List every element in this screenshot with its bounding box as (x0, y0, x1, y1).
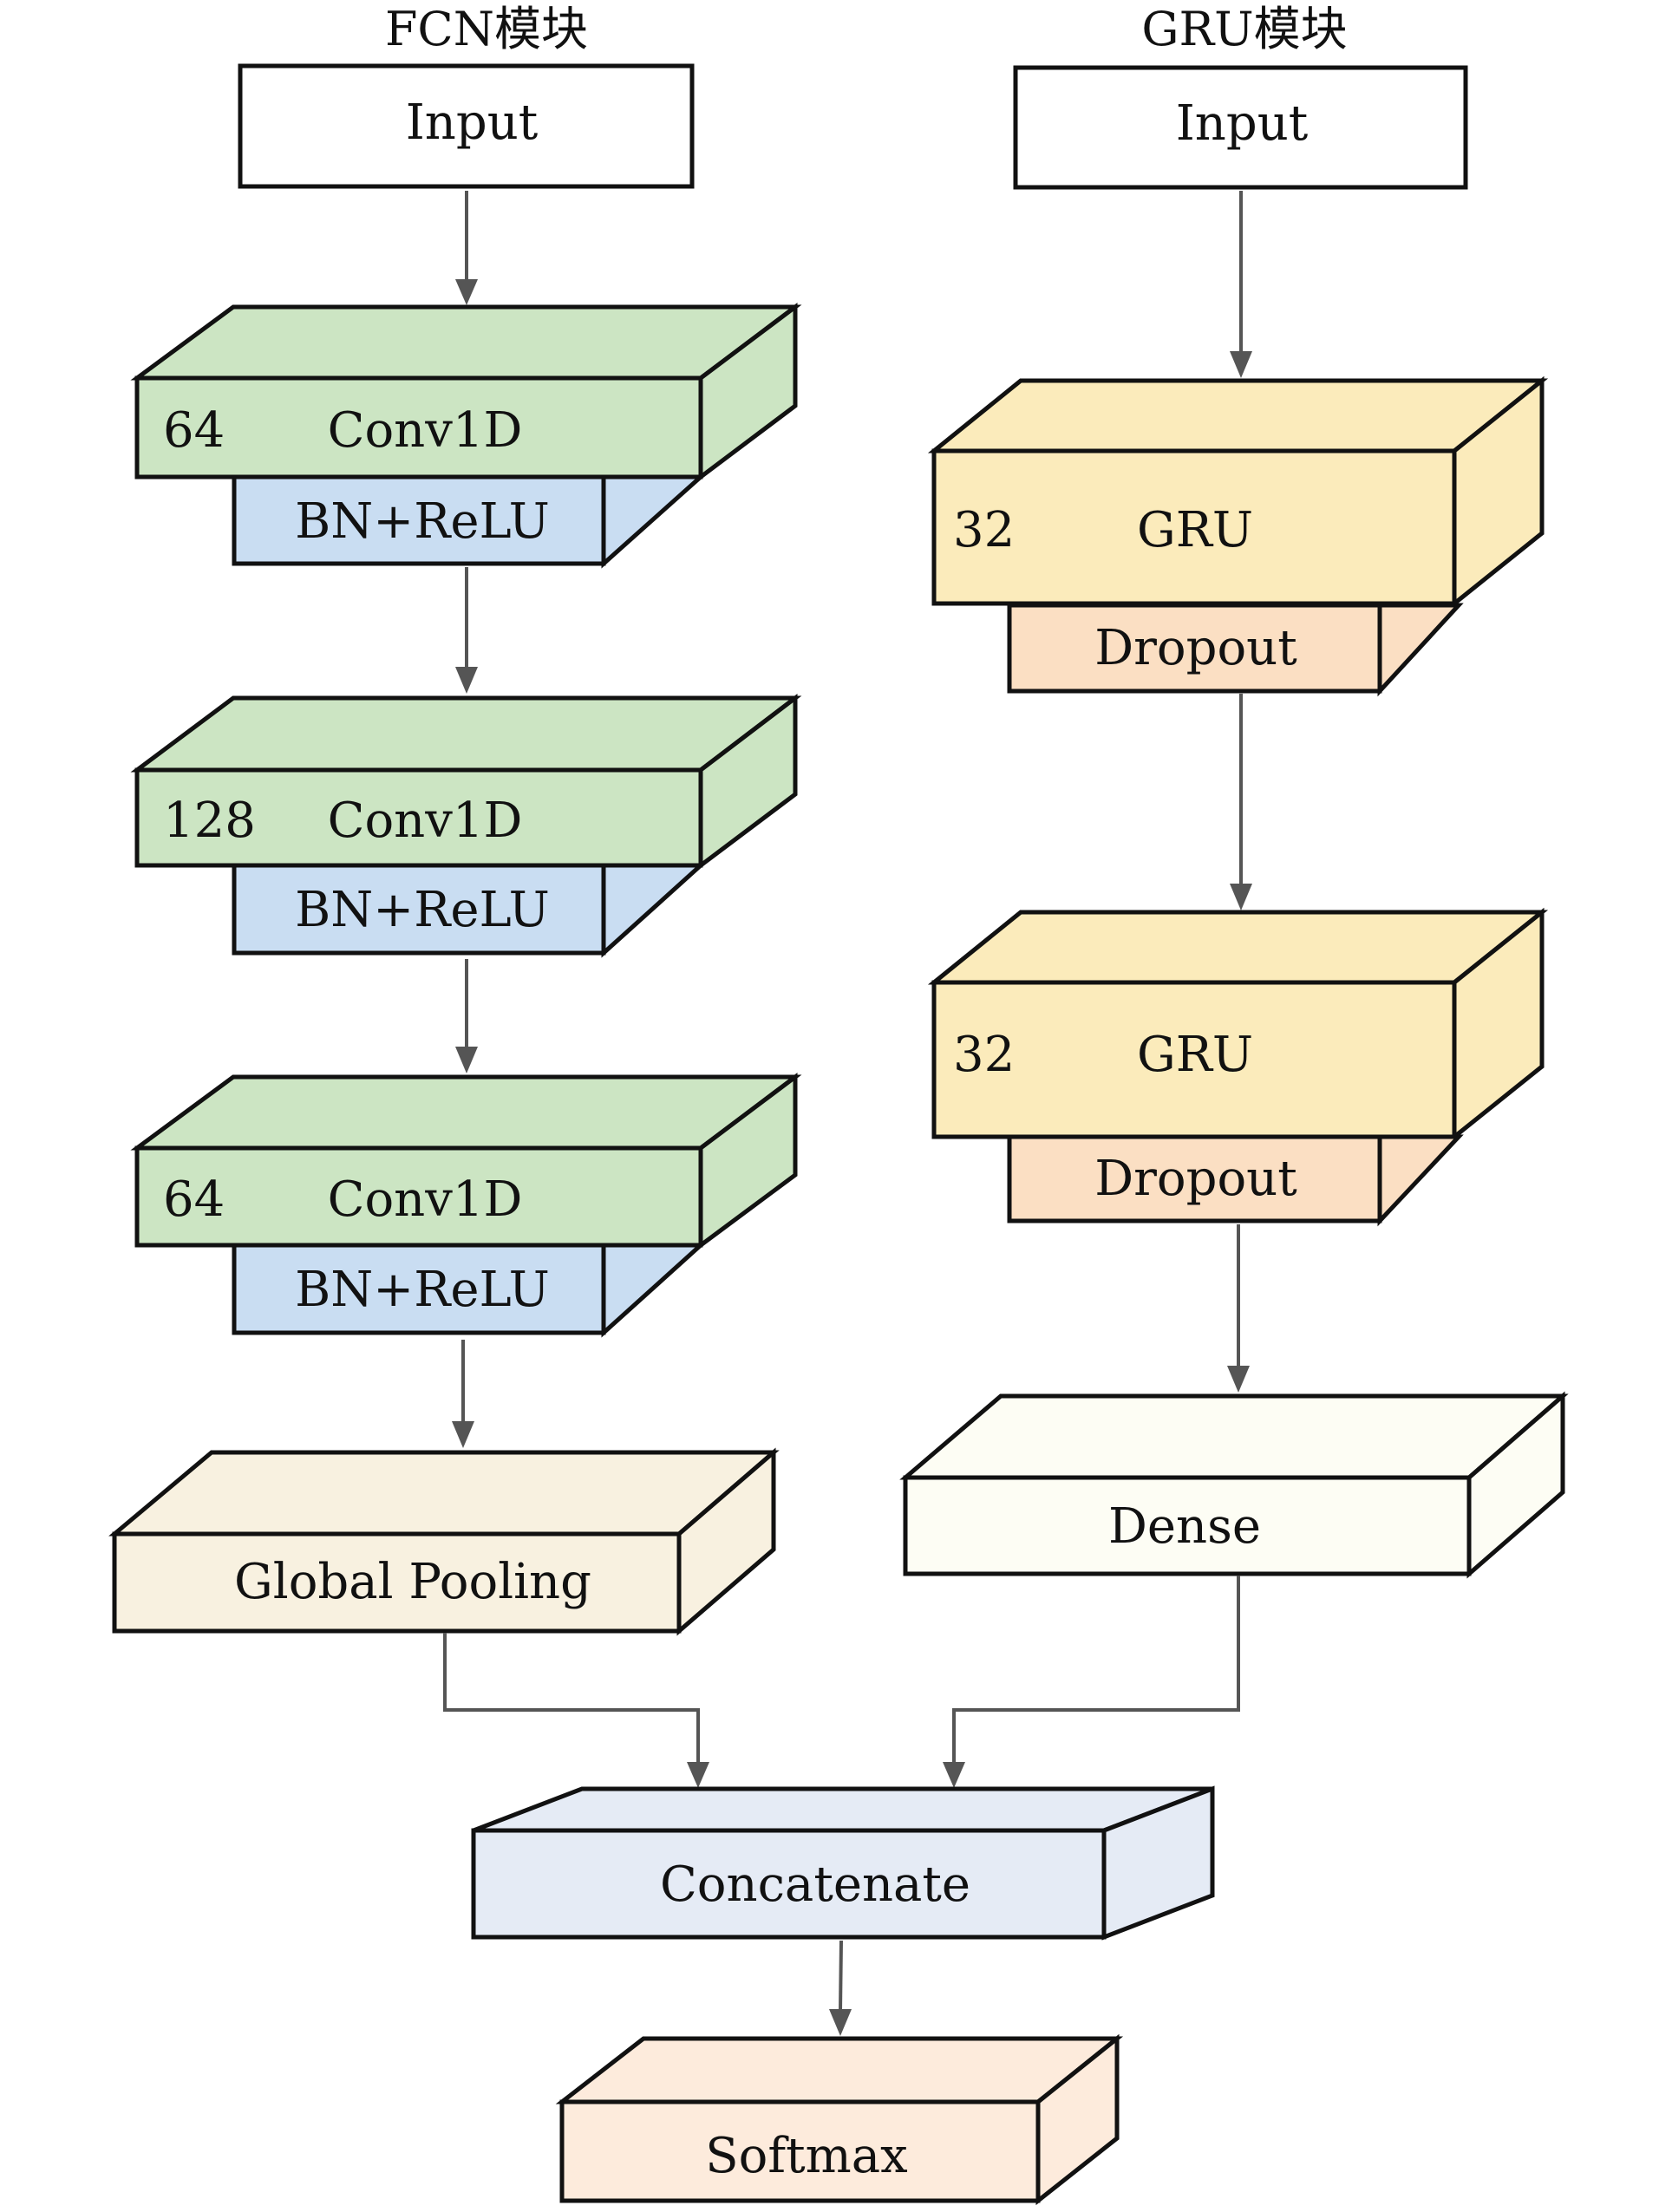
gru1-label: GRU (1137, 502, 1253, 558)
dropout2-side-face (1377, 1134, 1464, 1227)
gru2-top-face (927, 910, 1549, 985)
bn2-front-face (232, 863, 606, 956)
conv1-front-face (134, 375, 703, 480)
softmax-front-face (559, 2099, 1041, 2203)
softmax-label: Softmax (705, 2128, 907, 2184)
concat-top-face (473, 1786, 1213, 1833)
softmax-top-face (555, 2036, 1124, 2104)
conv1d-block-1: 64 Conv1D (130, 302, 802, 482)
softmax-block: Softmax (555, 2033, 1124, 2206)
bn1-front-face (232, 474, 606, 566)
bn3-front-face (232, 1243, 606, 1335)
dropout1-label: Dropout (1094, 620, 1297, 676)
bn1-label: BN+ReLU (295, 493, 550, 550)
dropout2-front-face (1007, 1134, 1382, 1223)
conv2-top-face (130, 695, 802, 773)
bn3-side-face (601, 1243, 707, 1338)
gru-input-label: Input (1176, 95, 1309, 152)
concat-front-face (471, 1828, 1107, 1940)
conv3-filters: 64 (163, 1171, 225, 1228)
connector-dense-to-concat (943, 1576, 1240, 1788)
dropout-block-2: Dropout (1007, 1134, 1464, 1227)
pooling-top-face (108, 1450, 780, 1537)
fcn-input-box: Input (238, 63, 695, 189)
conv1d-block-2: 128 Conv1D (130, 693, 802, 871)
conv3-top-face (130, 1074, 802, 1151)
bn2-label: BN+ReLU (295, 882, 550, 938)
conv1-filters: 64 (163, 402, 225, 459)
pooling-label: Global Pooling (234, 1554, 591, 1610)
arrow-conv3-to-pooling (452, 1340, 474, 1448)
gru-block-2: 32 GRU (927, 907, 1549, 1142)
arrow-gru1-to-gru2 (1230, 694, 1252, 910)
arrow-input-to-gru1 (1230, 191, 1252, 378)
conv3-front-face (134, 1145, 703, 1248)
bn3-label: BN+ReLU (295, 1262, 550, 1318)
concat-label: Concatenate (660, 1856, 970, 1913)
gru1-front-face (931, 448, 1457, 606)
dense-block: Dense (899, 1391, 1569, 1579)
pooling-front-face (112, 1531, 682, 1634)
conv1d-block-3: 64 Conv1D (130, 1072, 802, 1250)
global-pooling-block: Global Pooling (108, 1447, 780, 1636)
conv1-top-face (130, 304, 802, 381)
dense-top-face (899, 1393, 1569, 1480)
concatenate-block: Concatenate (471, 1785, 1215, 1941)
conv2-filters: 128 (163, 793, 256, 849)
dropout1-side-face (1377, 603, 1464, 697)
gru2-front-face (931, 980, 1457, 1139)
bn-relu-block-2: BN+ReLU (232, 863, 707, 958)
arrow-gru2-to-dense (1227, 1224, 1250, 1393)
dense-label: Dense (1108, 1498, 1261, 1555)
arrow-conv1-to-conv2 (455, 567, 478, 694)
conv2-front-face (134, 767, 703, 868)
gru2-units: 32 (953, 1027, 1015, 1083)
gru-block-1: 32 GRU (927, 375, 1549, 609)
conv3-label: Conv1D (328, 1171, 523, 1228)
bn1-side-face (601, 474, 707, 569)
gru1-units: 32 (953, 502, 1015, 558)
gru2-label: GRU (1137, 1027, 1253, 1083)
fcn-module-title: FCN模块 (385, 2, 588, 56)
gru-input-box: Input (1013, 65, 1468, 190)
dropout1-front-face (1007, 603, 1382, 694)
arrow-input-to-conv1 (455, 191, 478, 305)
arrow-conv2-to-conv3 (455, 959, 478, 1073)
dropout2-label: Dropout (1094, 1151, 1297, 1207)
bn-relu-block-1: BN+ReLU (232, 474, 707, 569)
arrow-concat-to-softmax (829, 1940, 852, 2036)
connector-pooling-to-concat (443, 1633, 709, 1788)
fcn-input-label: Input (406, 95, 539, 151)
dropout-block-1: Dropout (1007, 603, 1464, 697)
conv1-label: Conv1D (328, 402, 523, 459)
gru1-top-face (927, 378, 1549, 453)
bn2-side-face (601, 863, 707, 958)
conv2-label: Conv1D (328, 793, 523, 849)
gru-module-title: GRU模块 (1141, 2, 1347, 56)
bn-relu-block-3: BN+ReLU (232, 1243, 707, 1338)
dense-front-face (903, 1475, 1472, 1576)
